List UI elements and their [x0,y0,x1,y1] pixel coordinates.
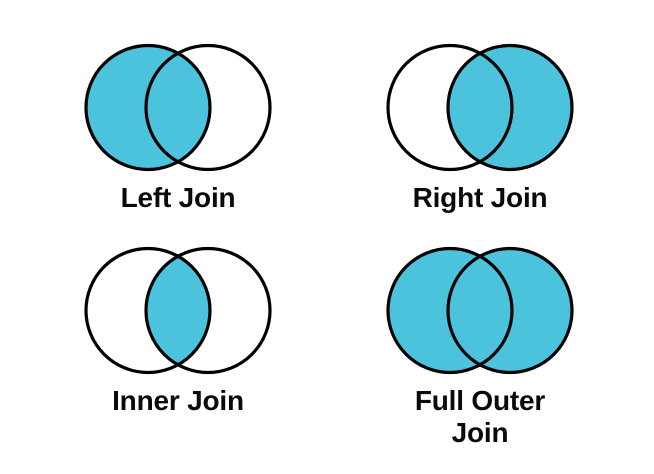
venn-label-inner-join: Inner Join [112,385,244,416]
right-circle-outline [446,43,574,172]
intersection-fill-group [146,248,210,373]
venn-label-right-join: Right Join [412,182,548,213]
venn-graphic-full-outer-join [386,246,574,375]
left-circle-outline [386,43,514,172]
intersection-fill [146,248,210,373]
venn-cell-left-join: Left Join [28,40,328,214]
right-circle-fill [448,45,572,170]
left-circle-outline [84,43,212,172]
left-circle-outline [386,246,514,375]
right-circle-outline [144,246,272,375]
venn-graphic-left-join [84,43,272,172]
left-circle-outline [84,246,212,375]
venn-label-left-join: Left Join [120,182,236,213]
right-circle-outline [446,246,574,375]
venn-label-full-outer-join: Full Outer Join [414,385,546,448]
venn-cell-right-join: Right Join [330,40,630,214]
venn-cell-inner-join: Inner Join [28,243,328,417]
left-circle-fill [86,45,210,170]
venn-graphic-right-join [386,43,574,172]
venn-graphic-inner-join [84,246,272,375]
venn-cell-full-outer-join: Full Outer Join [330,243,630,449]
right-circle-outline [144,43,272,172]
right-circle-fill [448,248,572,373]
